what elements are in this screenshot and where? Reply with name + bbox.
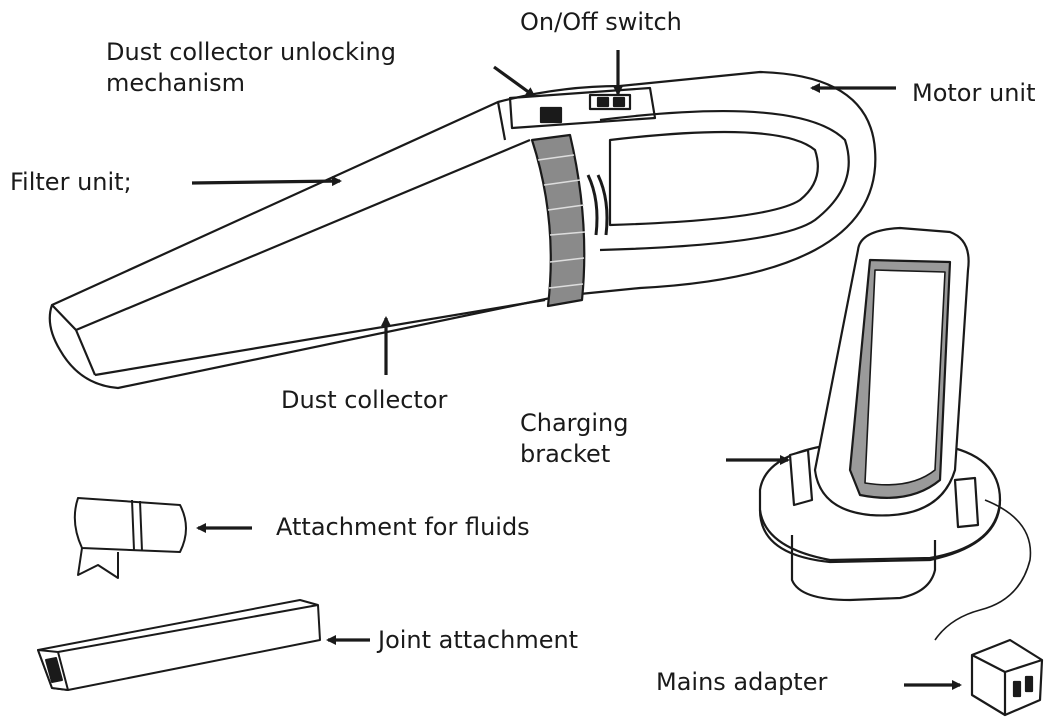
mains-adapter-drawing [970, 638, 1044, 717]
motor-unit-label: Motor unit [912, 79, 1036, 107]
unlocking-mechanism-label: Dust collector unlocking mechanism [106, 37, 396, 99]
vacuum-drawing [48, 70, 877, 390]
arrow-icon [191, 50, 962, 690]
joint-attachment-drawing [37, 599, 321, 691]
charging-bracket-drawing [758, 226, 1032, 641]
charging-bracket-label-line2: bracket [520, 440, 611, 468]
fluid-attachment-drawing [73, 497, 187, 579]
mains-adapter-label: Mains adapter [656, 668, 828, 696]
on-off-switch-label: On/Off switch [520, 8, 682, 36]
unlocking-mechanism-label-line2: mechanism [106, 69, 246, 97]
charging-bracket-label-line1: Charging [520, 409, 629, 437]
dust-collector-label: Dust collector [281, 386, 448, 414]
filter-unit-label: Filter unit; [10, 168, 132, 196]
charging-bracket-label: Charging bracket [520, 408, 628, 470]
fluids-attachment-label: Attachment for fluids [276, 513, 530, 541]
unlocking-mechanism-label-line1: Dust collector unlocking [106, 38, 396, 66]
joint-attachment-label: Joint attachment [378, 626, 579, 654]
